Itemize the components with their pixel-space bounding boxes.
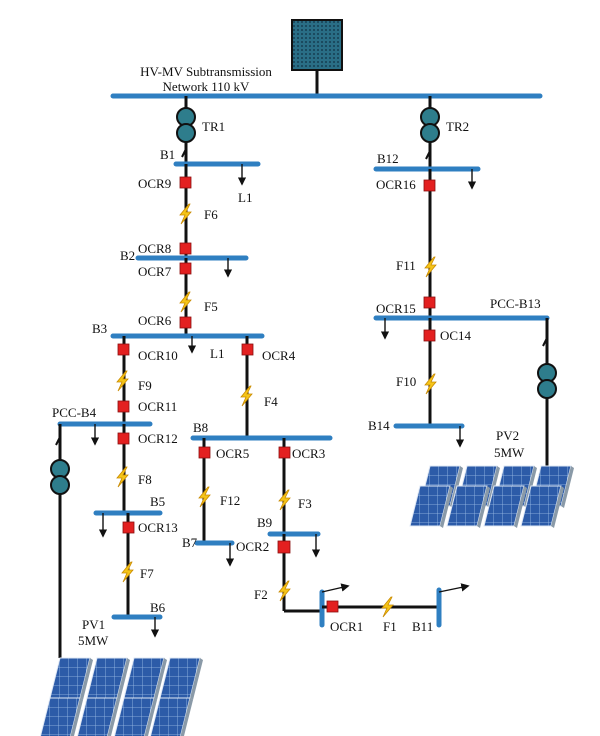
tr1-transformer [176, 107, 196, 143]
fault-f3-label: F3 [298, 496, 312, 511]
fault-f1-icon [381, 596, 394, 618]
pv2-solar-array [409, 465, 575, 529]
bus-b6-label: B6 [150, 600, 166, 615]
pv1-solar-array [39, 657, 204, 736]
bus-pcc-b4-label: PCC-B4 [52, 405, 97, 420]
tr2-label: TR2 [446, 119, 469, 134]
pv1-transformer [50, 459, 70, 495]
fault-f7-label: F7 [140, 566, 154, 581]
bus-b3-label: B3 [92, 321, 107, 336]
bus-b11-label: B11 [412, 619, 433, 634]
load-l1-label-top: L1 [238, 190, 252, 205]
fault-f5-label: F5 [204, 299, 218, 314]
bus-b1-label: B1 [160, 147, 175, 162]
bus-b14-label: B14 [368, 418, 390, 433]
pv1-capacity: 5MW [78, 633, 109, 648]
relay-oc14-label: OC14 [440, 328, 472, 343]
bus-b9-label: B9 [257, 515, 272, 530]
fault-f10-label: F10 [396, 374, 416, 389]
load-b10-arrow [321, 583, 350, 593]
relay-ocr4 [241, 343, 254, 356]
pv1-name: PV1 [82, 617, 105, 632]
network-title-line2: Network 110 kV [163, 79, 251, 94]
relay-ocr2 [277, 540, 291, 554]
relay-oc14 [423, 329, 436, 342]
fault-f9-label: F9 [138, 378, 152, 393]
grid-source-box [291, 19, 343, 71]
bus-b5-label: B5 [150, 494, 165, 509]
tr1-label: TR1 [202, 119, 225, 134]
fault-f2-label: F2 [254, 587, 268, 602]
relay-ocr10 [117, 343, 130, 356]
bus-b12-label: B12 [377, 151, 399, 166]
relay-ocr7-label: OCR7 [138, 264, 172, 279]
relay-ocr13-label: OCR13 [138, 520, 178, 535]
relay-ocr2-label: OCR2 [236, 539, 269, 554]
relay-ocr3 [278, 446, 291, 459]
relay-ocr12 [117, 432, 130, 445]
fault-f4-label: F4 [264, 394, 278, 409]
fault-f12-label: F12 [220, 493, 240, 508]
fault-f8-label: F8 [138, 472, 152, 487]
relay-ocr16-label: OCR16 [376, 177, 416, 192]
network-title-line1: HV-MV Subtransmission [140, 64, 272, 79]
pv2-capacity: 5MW [494, 445, 525, 460]
load-l1-label-b3: L1 [210, 346, 224, 361]
pv2-name: PV2 [496, 428, 519, 443]
fault-f6-label: F6 [204, 207, 218, 222]
relay-ocr4-label: OCR4 [262, 348, 296, 363]
bus-b8-label: B8 [193, 420, 208, 435]
relay-ocr5 [198, 446, 211, 459]
relay-ocr9-label: OCR9 [138, 176, 171, 191]
fault-f11-label: F11 [396, 258, 416, 273]
relay-ocr1-label: OCR1 [330, 619, 363, 634]
bus-b2-label: B2 [120, 248, 135, 263]
pv2-transformer [537, 363, 557, 399]
relay-ocr15 [423, 296, 436, 309]
relay-ocr15-label: OCR15 [376, 301, 416, 316]
relay-ocr12-label: OCR12 [138, 431, 178, 446]
relay-ocr1 [326, 600, 339, 613]
bus-pcc-b13-label: PCC-B13 [490, 296, 541, 311]
relay-ocr6-label: OCR6 [138, 313, 172, 328]
bus-b7-label: B7 [182, 535, 198, 550]
load-b11-arrow [438, 583, 470, 593]
relay-ocr6 [179, 316, 192, 329]
relay-ocr9 [179, 176, 192, 189]
relay-ocr8-label: OCR8 [138, 241, 171, 256]
relay-ocr3-label: OCR3 [292, 446, 325, 461]
relay-ocr5-label: OCR5 [216, 446, 249, 461]
relay-ocr13 [122, 521, 135, 534]
fault-f1-label: F1 [383, 619, 397, 634]
tr2-transformer [420, 107, 440, 143]
relay-ocr16 [423, 179, 436, 192]
relay-ocr10-label: OCR10 [138, 348, 178, 363]
relay-ocr7 [179, 262, 192, 275]
relay-ocr11-label: OCR11 [138, 399, 177, 414]
relay-ocr8 [179, 242, 192, 255]
relay-ocr11 [117, 400, 130, 413]
